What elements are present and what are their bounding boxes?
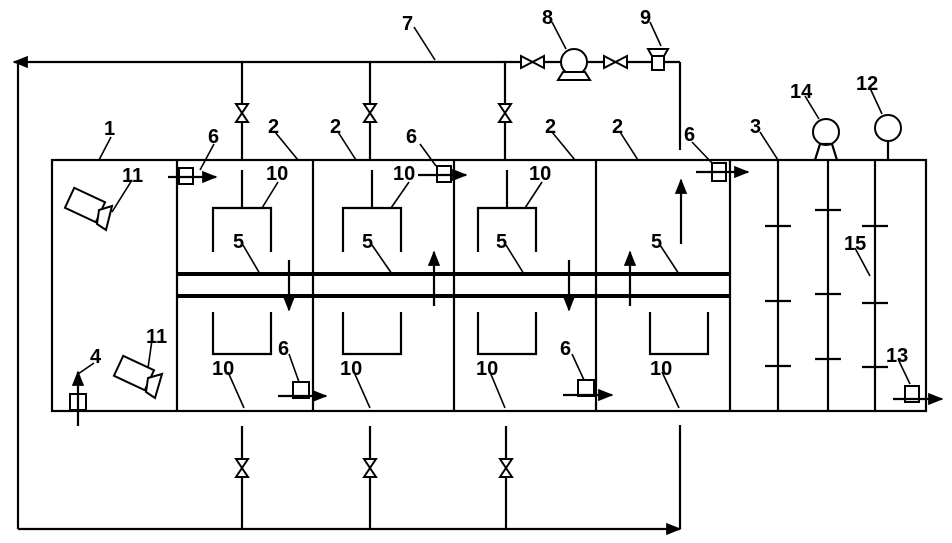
label-1: 1	[104, 118, 115, 140]
label-4: 4	[90, 346, 102, 368]
label-3: 3	[750, 116, 761, 138]
outlet-fittings	[168, 162, 944, 406]
label-5b: 5	[362, 231, 373, 253]
device-upper	[63, 186, 114, 232]
label-5d: 5	[651, 231, 662, 253]
label-2c: 2	[545, 116, 556, 138]
label-6b: 6	[406, 126, 417, 148]
tank-partitions	[175, 160, 732, 411]
lower-cups	[211, 312, 710, 356]
pump-assembly	[520, 48, 670, 81]
label-6d: 6	[278, 338, 289, 360]
upper-cups	[211, 170, 538, 252]
label-10b: 10	[393, 163, 415, 185]
label-10c: 10	[529, 163, 551, 185]
label-5c: 5	[496, 231, 507, 253]
label-2a: 2	[268, 116, 279, 138]
label-2b: 2	[330, 116, 341, 138]
label-10f: 10	[476, 358, 498, 380]
label-8: 8	[542, 7, 553, 29]
label-6a: 6	[208, 126, 219, 148]
label-11a: 11	[122, 165, 143, 187]
instruments	[812, 114, 902, 161]
label-7: 7	[402, 13, 413, 35]
label-10e: 10	[340, 358, 362, 380]
top-valves	[234, 103, 513, 123]
label-14: 14	[790, 81, 813, 103]
bottom-valves	[234, 458, 514, 478]
internal-flow-arrows	[282, 178, 688, 312]
leader-lines	[77, 21, 911, 409]
label-12: 12	[856, 73, 878, 95]
label-10a: 10	[266, 163, 288, 185]
divider-plate	[177, 272, 730, 298]
label-13: 13	[886, 345, 908, 367]
main-tank	[50, 158, 928, 413]
settling-section	[765, 160, 888, 411]
label-5a: 5	[233, 231, 244, 253]
callout-labels: 1 2 2 2 2 3 4 5 5 5 5 6 6 6 6 6 7 8 9 10…	[90, 7, 908, 380]
label-6e: 6	[560, 338, 571, 360]
label-2d: 2	[612, 116, 623, 138]
label-9: 9	[640, 7, 651, 29]
inlet-fitting	[69, 370, 87, 426]
label-10g: 10	[650, 358, 672, 380]
device-lower	[112, 354, 164, 400]
label-6c: 6	[684, 124, 695, 146]
label-10d: 10	[212, 358, 234, 380]
label-15: 15	[844, 233, 866, 255]
label-11b: 11	[146, 326, 167, 348]
